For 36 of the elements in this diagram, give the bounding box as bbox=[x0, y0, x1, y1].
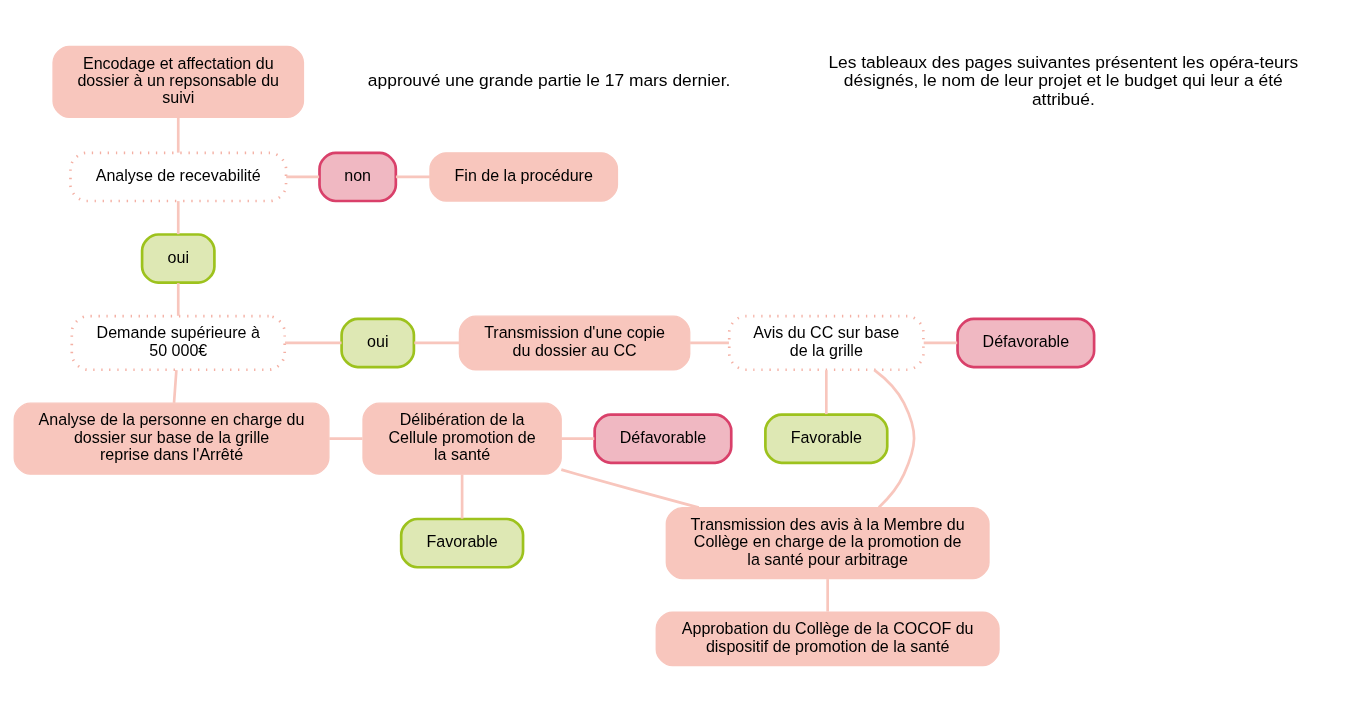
connector bbox=[176, 200, 180, 234]
connector bbox=[414, 341, 460, 344]
node-box: Fin de la procédure bbox=[429, 151, 619, 202]
connector bbox=[824, 369, 828, 414]
connector bbox=[285, 341, 342, 344]
node-box: Transmission des avis à la Membre du Collège en charge de la promotion de la santé pour arbitrage bbox=[665, 506, 990, 579]
connector bbox=[176, 282, 180, 316]
connector bbox=[873, 368, 916, 508]
connector bbox=[172, 369, 178, 403]
node-box: Favorable bbox=[399, 517, 525, 569]
connector bbox=[923, 341, 958, 344]
node-box: Délibération de la Cellule promotion de la santé bbox=[362, 402, 562, 475]
node-box: Analyse de recevabilité bbox=[69, 150, 288, 202]
connector bbox=[560, 467, 700, 509]
connector bbox=[329, 436, 363, 440]
label: approuvé une grande partie le 17 mars dernier. bbox=[367, 69, 731, 90]
connector bbox=[561, 436, 595, 440]
connector bbox=[826, 578, 829, 612]
connector bbox=[460, 474, 464, 519]
node-box: Encodage et affectation du dossier à un repsonsable du suivi bbox=[52, 45, 305, 118]
node-box: non bbox=[318, 150, 398, 202]
node-box: oui bbox=[140, 232, 216, 284]
node-box: Avis du CC sur base de la grille bbox=[727, 314, 925, 371]
connector bbox=[176, 117, 180, 153]
connector bbox=[286, 175, 320, 178]
node-box: Analyse de la personne en charge du dossier sur base de la grille reprise dans l'Arrêté bbox=[13, 402, 330, 475]
node-box: Défavorable bbox=[593, 412, 733, 464]
label: Les tableaux des pages suivantes présentent les opéra-teurs désignés, le nom de leur projet et le budget qui leur a été attribué. bbox=[828, 51, 1299, 109]
node-box: Transmission d'une copie du dossier au CC bbox=[458, 315, 691, 370]
node-box: Approbation du Collège de la COCOF du dispositif de promotion de la santé bbox=[655, 610, 1000, 666]
node-box: Demande supérieure à 50 000€ bbox=[70, 314, 287, 371]
node-box: Favorable bbox=[764, 412, 889, 464]
node-box: Défavorable bbox=[956, 317, 1096, 368]
connector bbox=[395, 175, 430, 178]
node-box: oui bbox=[340, 317, 416, 368]
connector bbox=[690, 341, 729, 344]
